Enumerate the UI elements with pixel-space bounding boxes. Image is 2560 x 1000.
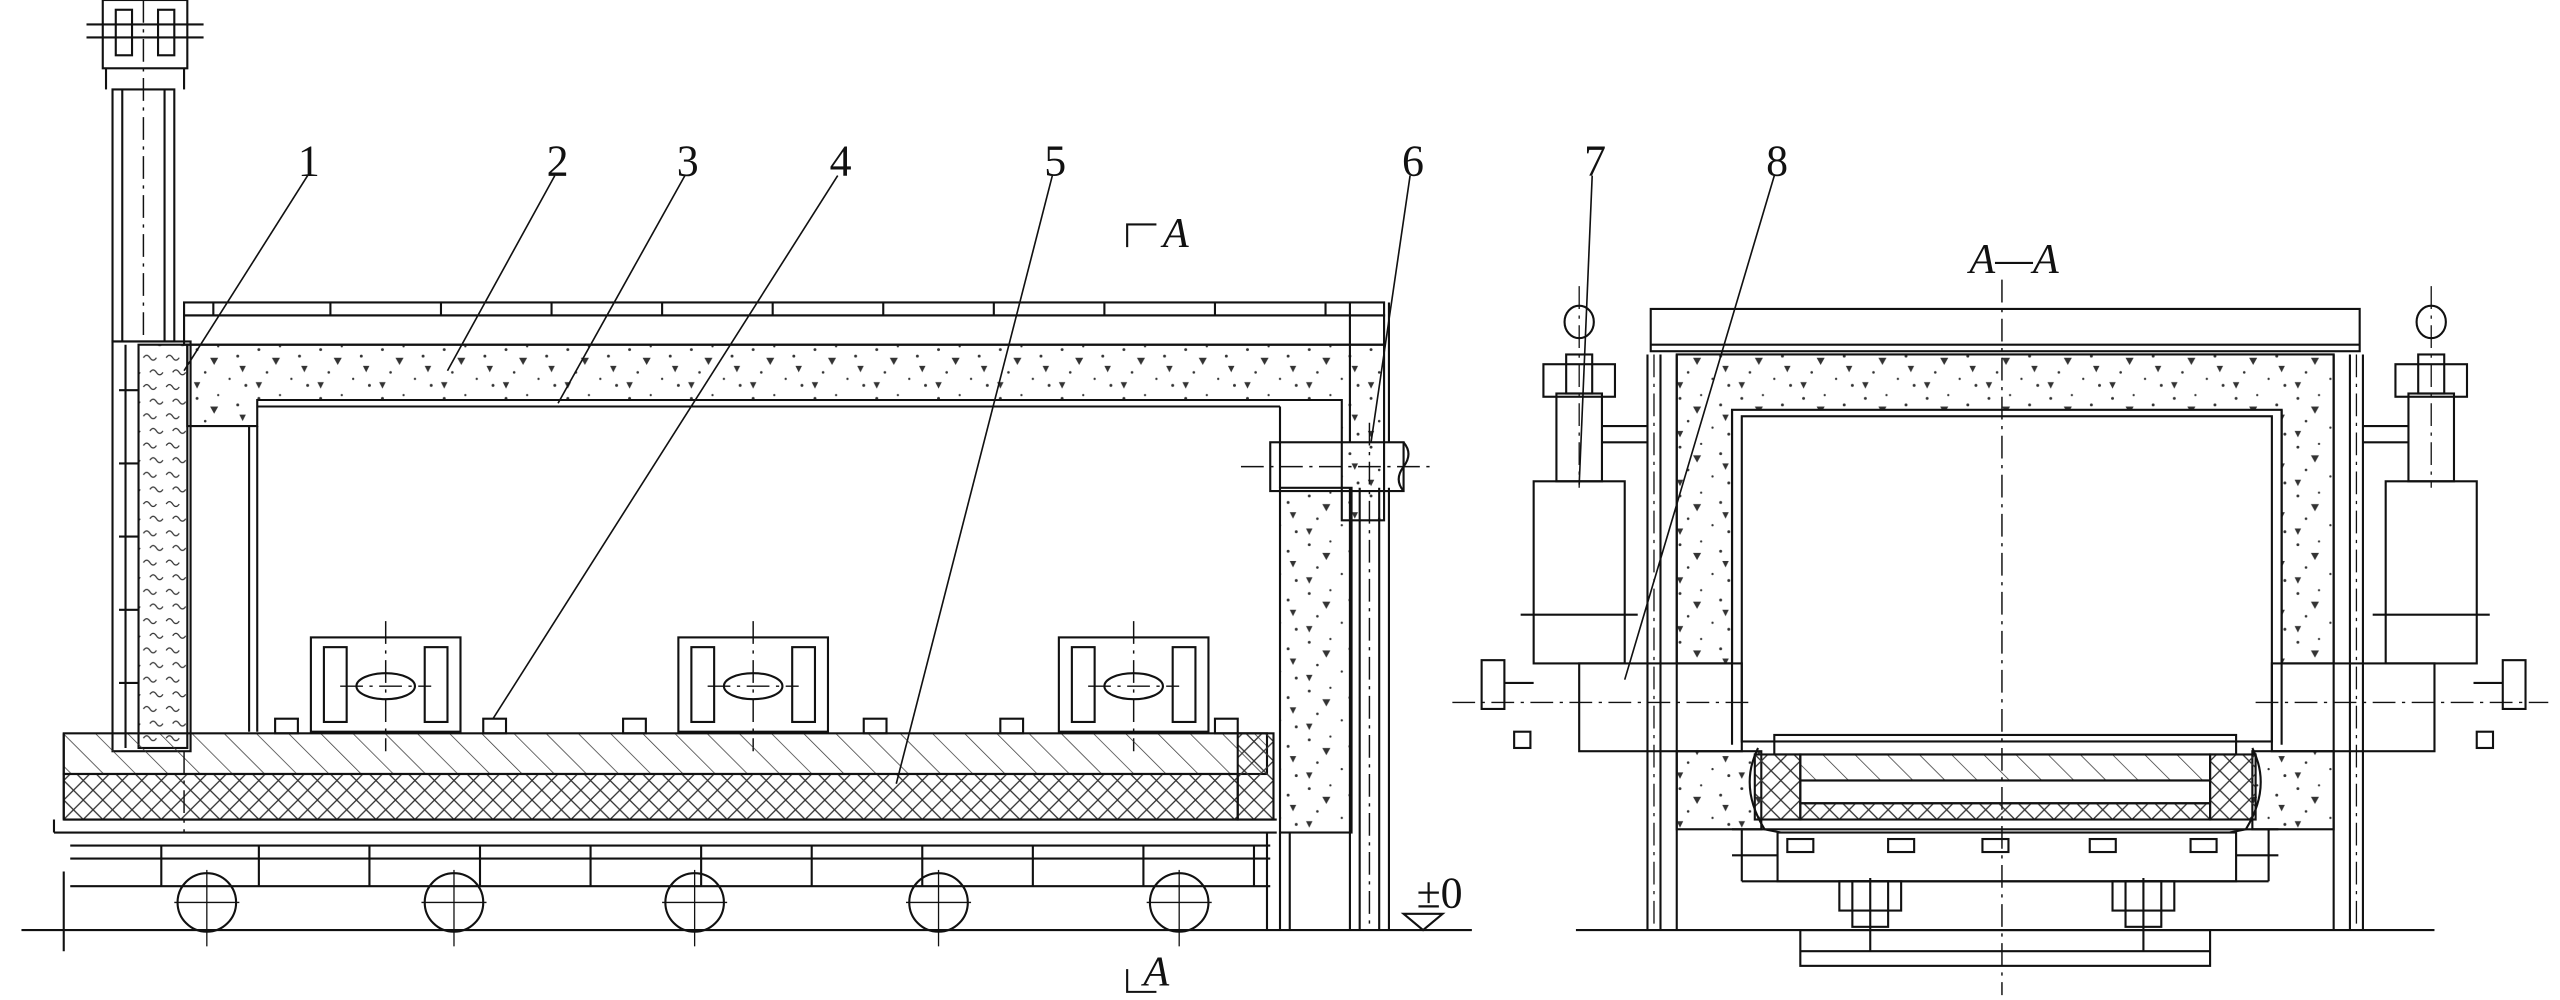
door-frame	[111, 340, 192, 753]
callout-6: 6	[1402, 138, 1424, 186]
callout-5: 5	[1044, 138, 1066, 186]
level-mark: ±0	[1417, 869, 1463, 917]
roof-beam	[183, 301, 1386, 346]
callout-3: 3	[677, 138, 699, 186]
left-burner	[1480, 286, 1648, 750]
right-burner	[2362, 286, 2527, 750]
section-mark-bottom: A	[1140, 948, 1169, 995]
wall-insulation	[1675, 353, 2335, 665]
callout-4: 4	[830, 138, 852, 186]
callout-2: 2	[547, 138, 569, 186]
cross-section-wheels	[1799, 878, 2212, 967]
car-wheels	[174, 869, 1212, 947]
top-cover	[1649, 307, 2361, 353]
callout-1: 1	[298, 138, 320, 186]
hearth-car	[52, 732, 1277, 888]
callout-8: 8	[1766, 138, 1788, 186]
section-mark-top: A	[1160, 210, 1189, 257]
heating-elements	[309, 621, 1210, 752]
lower-insulation	[1675, 750, 2335, 831]
ground-line	[21, 832, 1472, 952]
section-cut-marks	[1126, 223, 1157, 993]
side-columns	[1646, 354, 2364, 931]
exhaust-pipe	[1240, 302, 1437, 931]
inner-chamber	[1730, 409, 2283, 745]
furnace-chamber	[248, 405, 1282, 732]
section-title: A—A	[1966, 236, 2058, 283]
cross-section-a-a	[1452, 175, 2549, 996]
callout-7: 7	[1584, 138, 1606, 186]
burner-ports	[1452, 662, 2549, 753]
leader-lines	[183, 175, 1411, 784]
chimney-stack	[86, 0, 204, 343]
cross-section-leaders	[1578, 175, 1776, 680]
car-cross-section	[1732, 733, 2279, 883]
longitudinal-section	[21, 0, 1472, 993]
rear-wall	[1278, 486, 1353, 834]
roof-insulation	[186, 343, 1386, 522]
callout-labels: 1 2 3 4 5 6 7 8	[298, 138, 1788, 186]
